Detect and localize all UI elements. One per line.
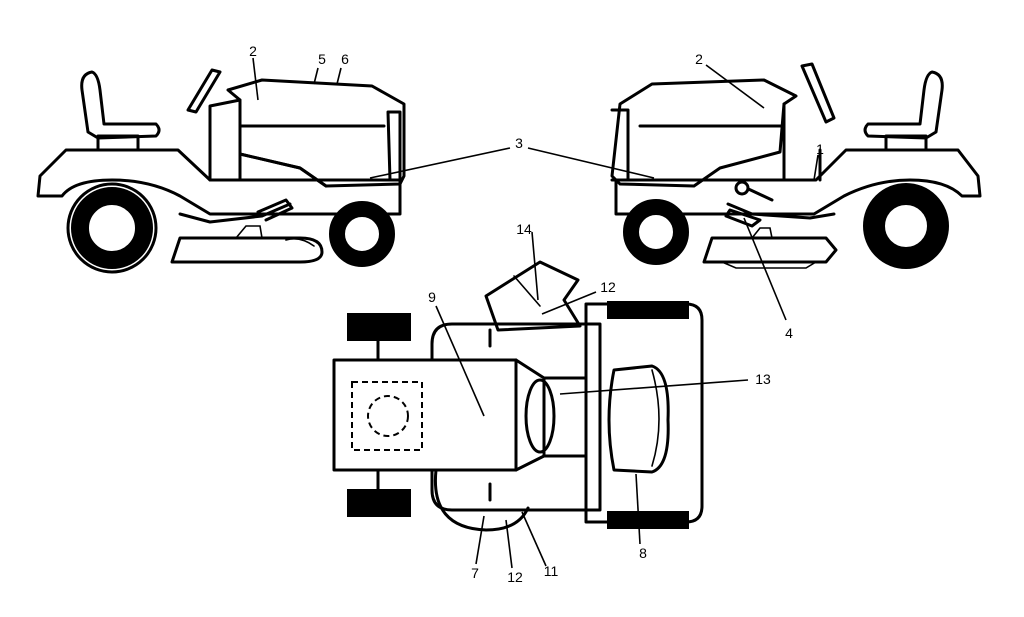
callout-8: 8 — [639, 545, 647, 561]
callout-3: 3 — [515, 135, 523, 151]
callout-6: 6 — [341, 51, 349, 67]
callout-11: 11 — [544, 563, 559, 579]
callout-12-top: 12 — [600, 279, 616, 295]
callout-9: 9 — [428, 289, 436, 305]
leader-lines — [252, 57, 819, 569]
callout-4: 4 — [785, 325, 793, 341]
callout-13: 13 — [755, 371, 771, 387]
callout-5: 5 — [318, 51, 326, 67]
callout-2-left: 2 — [249, 43, 257, 59]
tractor-left-side-view — [36, 68, 406, 274]
callout-7: 7 — [471, 565, 479, 581]
tractor-right-side-view — [610, 62, 982, 269]
callout-2-right: 2 — [695, 51, 703, 67]
callout-12-bottom: 12 — [507, 569, 523, 585]
callout-labels: 2 5 6 3 2 1 4 14 12 9 13 8 7 12 11 — [249, 43, 824, 585]
callout-14: 14 — [516, 221, 532, 237]
tractor-top-view — [332, 260, 704, 532]
callout-1: 1 — [816, 141, 824, 157]
